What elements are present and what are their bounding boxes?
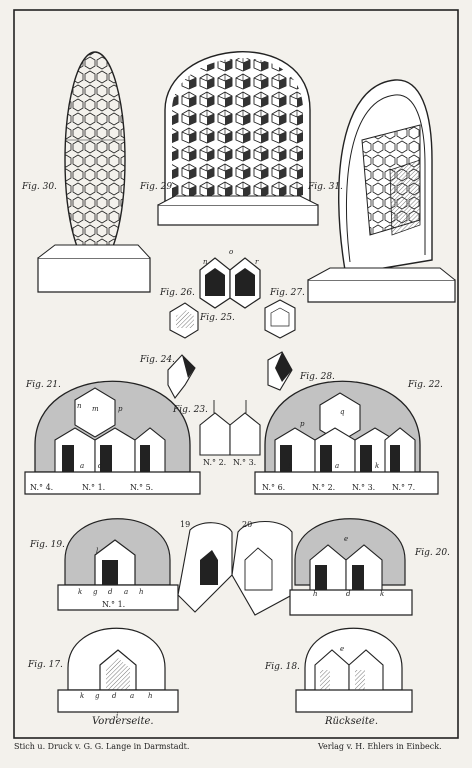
fig30-comb [37, 51, 151, 293]
letter-label: a [80, 462, 85, 470]
cell-number-label: N.° 7. [392, 483, 416, 492]
small-figure-number: 19 [180, 520, 191, 529]
letter-label: m [92, 405, 99, 413]
letter-label: d [112, 692, 117, 700]
fig24-cell [167, 354, 196, 400]
letter-label: a [335, 462, 340, 470]
letter-label: d [98, 462, 103, 470]
printer-credit: Stich u. Druck v. G. G. Lange in Darmsta… [14, 742, 190, 751]
letter-label: a [130, 692, 135, 700]
letter-label: q [340, 408, 345, 416]
fig19-dome [57, 518, 179, 611]
cell-number-label: N.° 1. [102, 600, 126, 609]
plate-border [13, 9, 459, 739]
letter-label: g [93, 588, 98, 596]
letter-label: i [116, 712, 119, 720]
fig29-label: Fig. 29. [140, 182, 175, 192]
letter-label: d [108, 588, 113, 596]
fig29-comb [157, 51, 319, 226]
cell-number-label: N.° 3. [352, 483, 376, 492]
middle-frames [177, 521, 293, 616]
fig22-label: Fig. 22. [408, 380, 443, 390]
letter-label: k [78, 588, 83, 596]
fig28-label: Fig. 28. [300, 372, 335, 382]
letter-label: k [380, 590, 385, 598]
cell-number-label: N.° 4. [30, 483, 54, 492]
letter-label: a [124, 588, 129, 596]
fig31-comb [307, 79, 456, 303]
letter-label: k [80, 692, 85, 700]
fig20-label: Fig. 20. [415, 548, 450, 558]
letter-label: r [255, 258, 259, 266]
fig23-cells [199, 400, 261, 456]
letter-label: p [118, 405, 123, 413]
fig20-dome [289, 518, 413, 616]
fig30-label: Fig. 30. [22, 182, 57, 192]
letter-label: e [340, 645, 345, 653]
fig31-label: Fig. 31. [308, 182, 343, 192]
fig26-label: Fig. 26. [160, 288, 195, 298]
letter-label: h [139, 588, 144, 596]
letter-label: n [77, 402, 82, 410]
letter-label: g [95, 692, 100, 700]
cell-number-label: N.° 2. [312, 483, 336, 492]
letter-label: h [313, 590, 318, 598]
fig21-label: Fig. 21. [26, 380, 61, 390]
back-view-caption: Rückseite. [325, 716, 378, 727]
publisher-credit: Verlag v. H. Ehlers in Einbeck. [318, 742, 442, 751]
fig17-dome [57, 627, 179, 713]
fig24-label: Fig. 24. [140, 355, 175, 365]
fig26-cell [169, 302, 199, 339]
fig22-dome [254, 380, 439, 495]
letter-label: k [375, 462, 380, 470]
cell-number-label: N.° 2. [203, 458, 227, 467]
small-figure-number: 20 [242, 520, 253, 529]
fig28-cell [267, 351, 293, 391]
cell-number-label: N.° 6. [262, 483, 286, 492]
letter-label: p [300, 420, 305, 428]
fig27-cell [264, 299, 296, 339]
letter-label: d [346, 590, 351, 598]
letter-label: e [344, 535, 349, 543]
cell-number-label: N.° 3. [233, 458, 257, 467]
cell-number-label: N.° 5. [130, 483, 154, 492]
letter-label: h [148, 692, 153, 700]
fig23-label: Fig. 23. [173, 405, 208, 415]
fig27-label: Fig. 27. [270, 288, 305, 298]
letter-label: l [96, 547, 99, 555]
fig25-label: Fig. 25. [200, 313, 235, 323]
letter-label: n [203, 258, 208, 266]
fig19-label: Fig. 19. [30, 540, 65, 550]
fig18-label: Fig. 18. [265, 662, 300, 672]
letter-label: o [229, 248, 234, 256]
fig21-dome [24, 380, 201, 495]
fig25-cells [199, 257, 261, 309]
cell-number-label: N.° 1. [82, 483, 106, 492]
fig18-dome [295, 627, 413, 713]
front-view-caption: Vorderseite. [92, 716, 154, 727]
fig17-label: Fig. 17. [28, 660, 63, 670]
letter-label: b [288, 462, 293, 470]
